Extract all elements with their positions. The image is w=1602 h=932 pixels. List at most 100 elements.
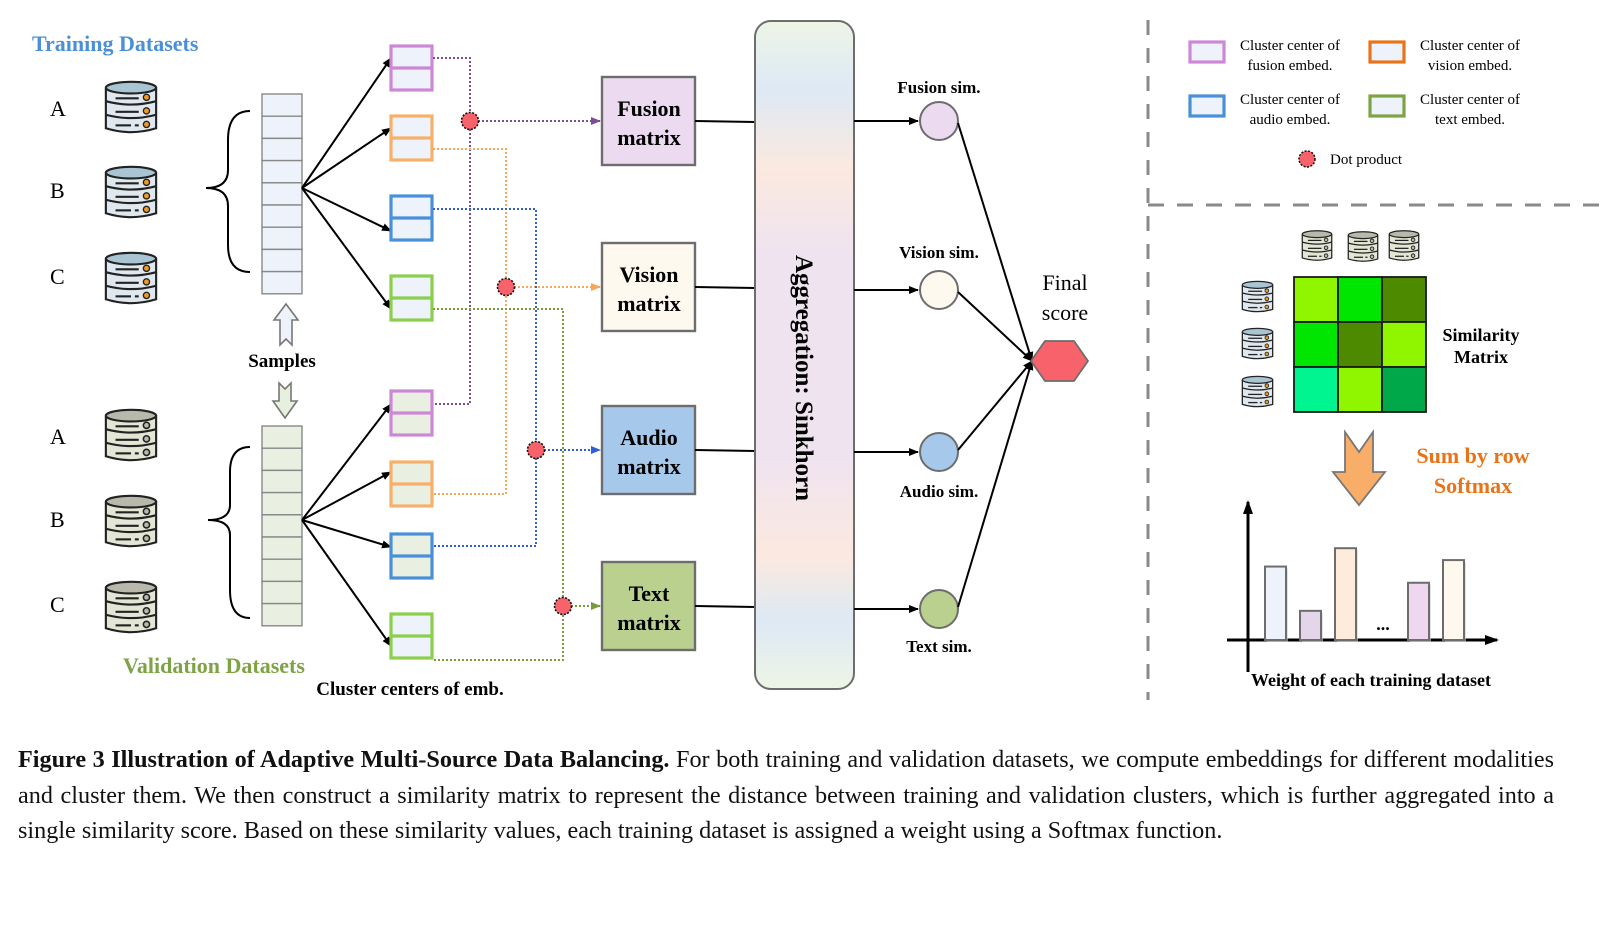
- sample-cell: [261, 204, 303, 228]
- training-sample-stack: [261, 93, 303, 295]
- sample-cell: [261, 270, 303, 295]
- matrix-to-aggregation-line: [694, 605, 756, 608]
- validation-label-c: C: [50, 592, 65, 617]
- dot-product-icon: [553, 596, 573, 616]
- matrix-label-line1: Text: [629, 581, 670, 606]
- legend: Cluster center of fusion embed. Cluster ce…: [1188, 38, 1520, 168]
- matrix-to-aggregation-line: [694, 286, 756, 289]
- sim-label: Vision sim.: [899, 243, 979, 262]
- embedding-arrow: [301, 403, 392, 521]
- legend-swatch: [1368, 40, 1406, 64]
- similarity-scores: Fusion sim.Vision sim. Audio sim. Text sim…: [854, 78, 1034, 656]
- matrix-box: [600, 75, 697, 167]
- database-icon: [1241, 375, 1274, 408]
- dot-product-icon: [460, 111, 480, 131]
- sample-cell: [261, 159, 303, 184]
- sample-cell: [261, 536, 303, 560]
- legend-label-line1: Cluster center of: [1420, 38, 1520, 54]
- embedding-arrow: [301, 471, 392, 521]
- sim-fusion: Fusion sim.: [854, 78, 1034, 362]
- sim-label: Text sim.: [906, 637, 972, 656]
- validation-label-a: A: [50, 424, 66, 449]
- sim-to-final-arrow: [957, 360, 1033, 451]
- matrix-text: Text matrix: [600, 560, 756, 652]
- similarity-cell: [1293, 321, 1339, 368]
- matrix-label-line2: matrix: [617, 610, 681, 635]
- cluster-center-text: [389, 274, 434, 322]
- dot-product-icon: [1298, 150, 1316, 168]
- similarity-cell: [1337, 366, 1383, 413]
- legend-swatch: [1188, 94, 1226, 118]
- database-icon: [104, 165, 158, 219]
- matrix-box: [600, 560, 697, 652]
- validation-brace: [207, 446, 251, 619]
- figure-caption-body: For both training and validation dataset…: [18, 746, 1555, 844]
- similarity-cell: [1381, 276, 1427, 323]
- cluster-centers-caption: Cluster centers of emb.: [316, 679, 504, 700]
- down-arrow-icon: [271, 381, 299, 420]
- connector-text: [433, 308, 564, 661]
- sim-node: [919, 432, 959, 472]
- final-score-label-line1: Final: [1042, 270, 1087, 295]
- dot-product-connectors: [433, 57, 601, 661]
- aggregation-sinkhorn-block: [754, 20, 855, 690]
- final-score-hexagon: [1029, 340, 1090, 382]
- embedding-arrow: [301, 187, 392, 310]
- figure-diagram: Training Datasets A B C Validation Datas…: [32, 20, 1600, 700]
- database-icon: [1347, 231, 1379, 262]
- database-icon: [1388, 230, 1420, 261]
- database-icon: [104, 80, 158, 134]
- database-icon: [104, 251, 158, 305]
- legend-label-line1: Cluster center of: [1240, 38, 1340, 54]
- sample-cell: [261, 248, 303, 273]
- sample-cell: [261, 115, 303, 140]
- modality-matrices: FusionmatrixVisionmatrixAudiomatrixTextm…: [600, 75, 756, 652]
- training-dataset-list: A B C: [50, 80, 158, 305]
- figure-caption: Figure 3 Illustration of Adaptive Multi-…: [18, 742, 1554, 849]
- figure-caption-title: Figure 3 Illustration of Adaptive Multi-…: [18, 746, 670, 773]
- sample-cell: [261, 137, 303, 162]
- matrix-to-aggregation-line: [694, 449, 756, 452]
- sim-label: Audio sim.: [900, 482, 978, 501]
- cluster-center-vision: [389, 460, 434, 508]
- cluster-center-vision: [389, 114, 434, 162]
- embedding-arrow: [301, 127, 392, 189]
- cluster-center-fusion: [389, 389, 434, 437]
- connector-fusion: [433, 57, 471, 405]
- sim-text: Text sim.: [854, 360, 1034, 656]
- weights-bars: [1264, 547, 1466, 642]
- validation-dataset-list: A B C: [50, 408, 158, 634]
- legend-label-line2: text embed.: [1435, 112, 1505, 128]
- database-icon: [104, 408, 158, 462]
- sim-audio: Audio sim.: [854, 360, 1033, 501]
- softmax-label: Softmax: [1434, 473, 1512, 498]
- weight-bar: [1407, 581, 1430, 642]
- legend-label-line2: fusion embed.: [1248, 58, 1333, 74]
- matrix-box: [600, 241, 697, 333]
- matrix-label-line1: Fusion: [617, 96, 681, 121]
- similarity-cell: [1293, 276, 1339, 323]
- matrix-label-line2: matrix: [617, 125, 681, 150]
- training-label-a: A: [50, 96, 66, 121]
- sim-node: [919, 270, 959, 310]
- sample-cell: [261, 182, 303, 206]
- legend-label-line1: Cluster center of: [1420, 92, 1520, 108]
- validation-header-databases: [1301, 230, 1420, 262]
- legend-swatch: [1188, 40, 1226, 64]
- sample-cell: [261, 425, 303, 449]
- matrix-fusion: Fusion matrix: [600, 75, 756, 167]
- cluster-center-audio: [389, 532, 434, 580]
- legend-dot-label: Dot product: [1330, 152, 1403, 168]
- similarity-cell: [1381, 321, 1427, 368]
- sample-cell: [261, 93, 303, 117]
- similarity-matrix-label-line1: Similarity: [1443, 325, 1520, 345]
- weight-bar: [1334, 547, 1357, 642]
- weights-ellipsis: ...: [1376, 614, 1390, 634]
- similarity-cell: [1381, 366, 1427, 413]
- validation-sample-stack: [261, 425, 303, 627]
- final-score-label-line2: score: [1042, 300, 1088, 325]
- matrix-label-line2: matrix: [617, 454, 681, 479]
- database-icon: [104, 580, 158, 634]
- weight-bar: [1299, 609, 1322, 642]
- weight-bar: [1264, 565, 1287, 641]
